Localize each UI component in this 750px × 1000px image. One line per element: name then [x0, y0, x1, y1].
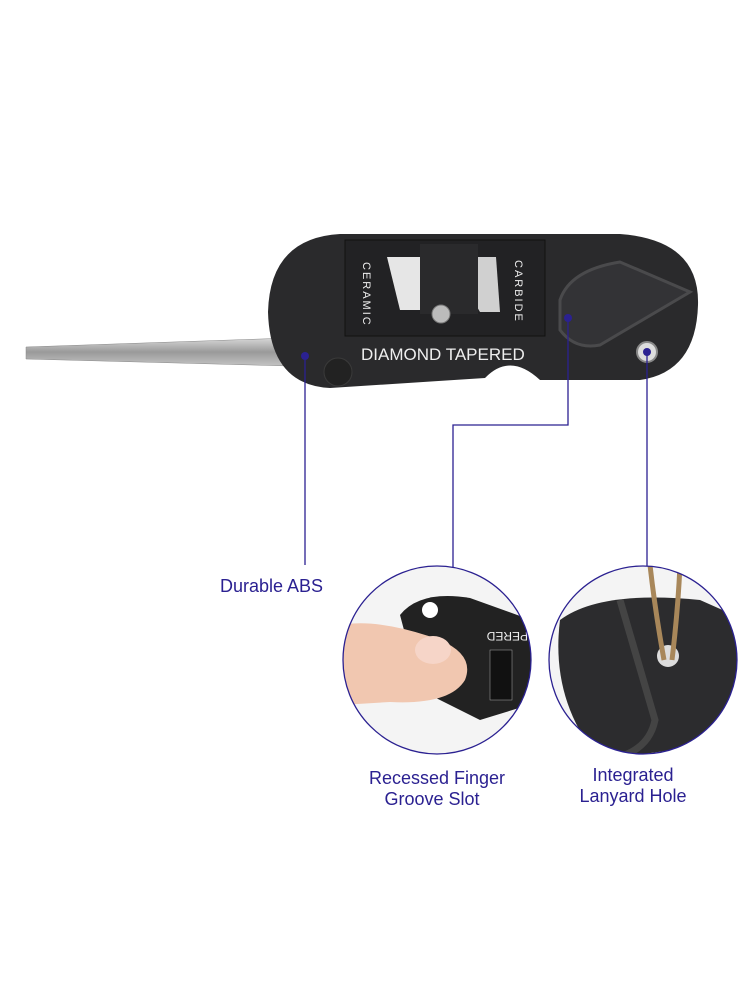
ceramic-label: CERAMIC [360, 262, 372, 327]
callout-lines [304, 318, 648, 572]
callout-dot-abs [301, 352, 309, 360]
diamond-tapered-label: DIAMOND TAPERED [361, 345, 525, 364]
closeup-tapered-text: PERED [486, 629, 528, 643]
callout-dot-lanyard [643, 348, 651, 356]
sharpener-body [268, 234, 699, 388]
lanyard-hole-closeup [549, 566, 737, 754]
diamond-rod [25, 337, 291, 367]
callout-dot-groove [564, 314, 572, 322]
finger-groove-closeup: PERED [343, 566, 531, 754]
finger-groove-label: Recessed Finger Groove Slot [352, 768, 522, 810]
finger-groove-label-line2: Groove Slot [384, 789, 480, 809]
lanyard-hole-label-line2: Lanyard Hole [579, 786, 687, 806]
durable-abs-label: Durable ABS [220, 576, 324, 596]
finger-groove-label-line1: Recessed Finger [368, 768, 506, 788]
lanyard-hole-label-line1: Integrated [592, 765, 674, 785]
carbide-label: CARBIDE [512, 260, 524, 323]
lanyard-hole-label: Integrated Lanyard Hole [568, 765, 698, 807]
